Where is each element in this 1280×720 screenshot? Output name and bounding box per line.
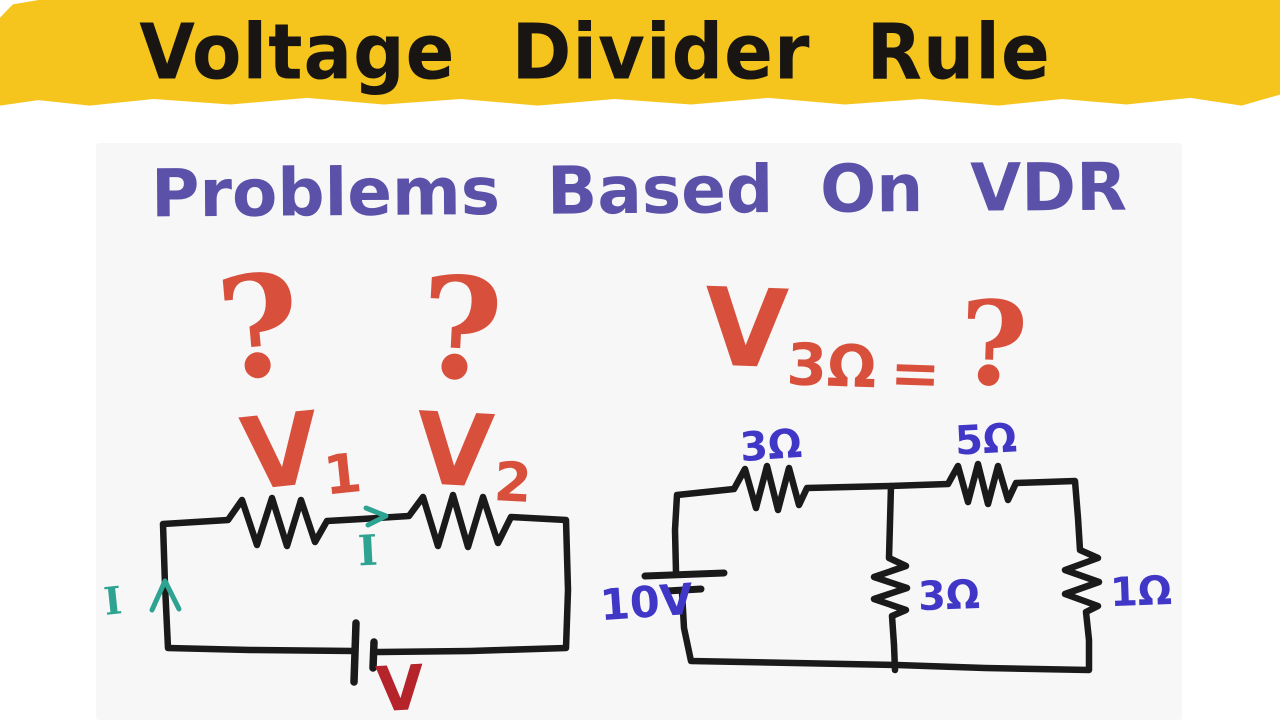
- question-mark-v3ohm: ?: [957, 275, 1030, 414]
- v3ohm-base: V: [702, 265, 791, 394]
- resistor-label-top-left: 3Ω: [738, 420, 804, 472]
- equals-sign: =: [888, 337, 942, 410]
- banner-title: Voltage Divider Rule: [139, 7, 1051, 97]
- left-battery-short-plate: [369, 638, 378, 672]
- current-arrow-right-icon: [363, 505, 389, 528]
- v1-base: V: [235, 389, 326, 514]
- question-mark-v1: ?: [211, 242, 308, 414]
- current-label-left: I: [101, 577, 125, 624]
- left-source-label: V: [374, 650, 426, 720]
- left-circuit-loop: [159, 491, 572, 656]
- right-circuit-middle-branch: [870, 482, 911, 674]
- v2-base: V: [413, 390, 497, 511]
- title-banner: Voltage Divider Rule: [0, 0, 1280, 106]
- right-battery-short-plate: [663, 585, 705, 595]
- left-battery-long-plate: [350, 619, 360, 686]
- current-label-top: I: [356, 525, 379, 576]
- question-mark-v2: ?: [415, 245, 507, 415]
- resistor-label-top-right: 5Ω: [953, 415, 1019, 465]
- v2-subscript: 2: [492, 450, 534, 515]
- right-battery-long-plate: [641, 569, 728, 580]
- right-circuit-loop: [671, 460, 1103, 674]
- resistor-label-right: 1Ω: [1109, 567, 1173, 617]
- resistor-label-middle: 3Ω: [917, 571, 981, 621]
- right-source-label: 10V: [598, 574, 695, 632]
- v1-subscript: 1: [320, 440, 365, 508]
- whiteboard: [96, 143, 1182, 720]
- v3ohm-subscript: 3Ω: [785, 330, 878, 402]
- current-arrow-up-icon: [149, 578, 182, 613]
